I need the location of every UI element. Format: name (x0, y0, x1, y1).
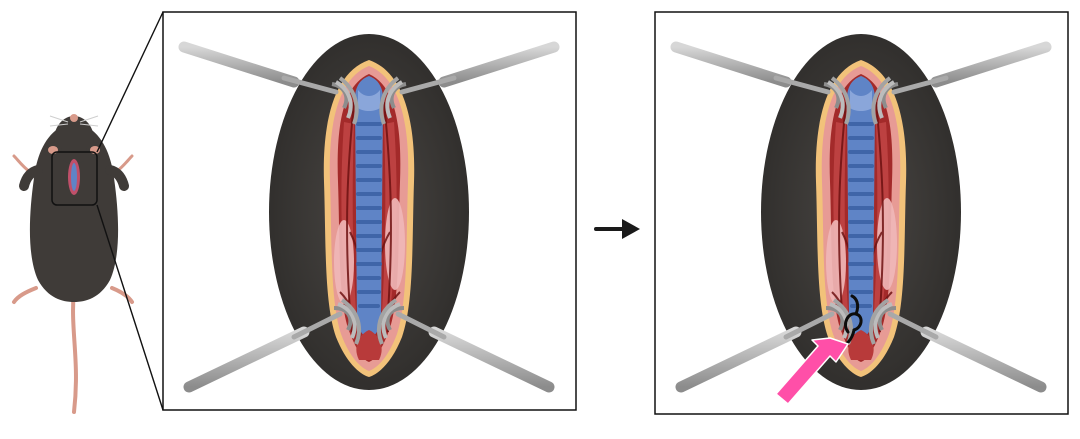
panel-after (654, 11, 1069, 415)
highlight-arrow-icon (775, 337, 849, 405)
mouse-icon (12, 114, 134, 414)
zoom-lines (96, 11, 164, 411)
right-arrow-icon (594, 219, 640, 239)
panel-before (162, 11, 577, 411)
